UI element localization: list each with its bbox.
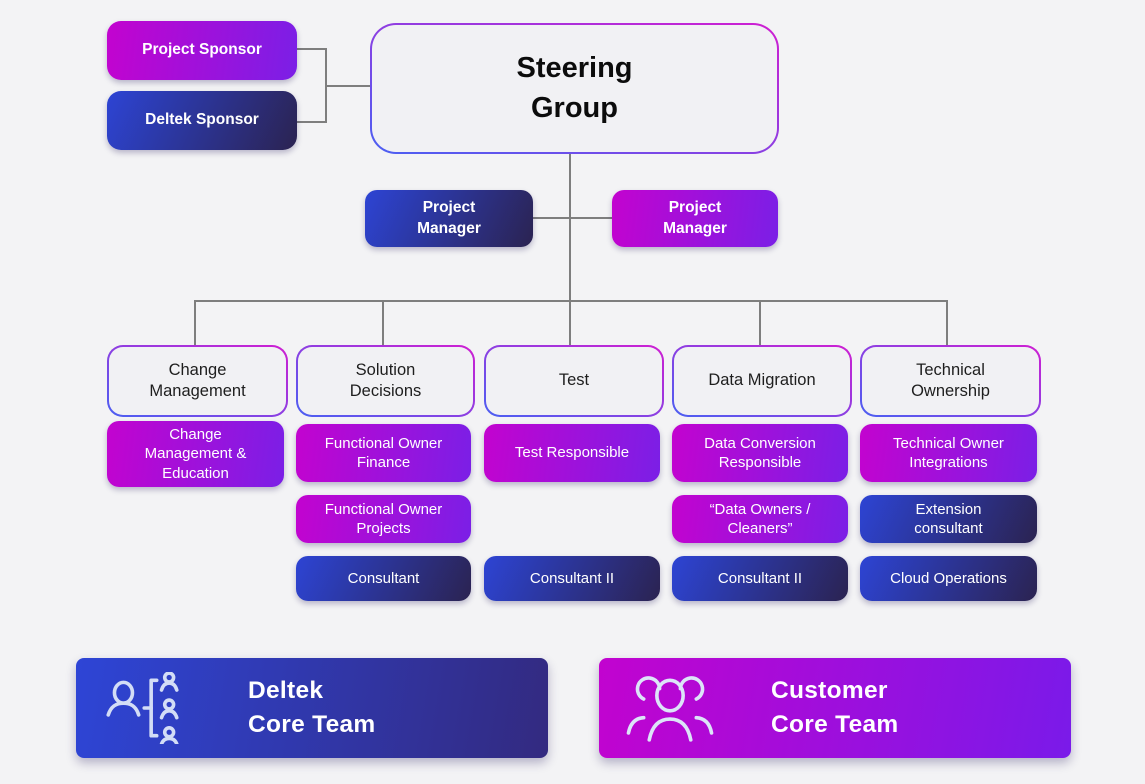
connector-drop-data-migration [759,300,761,345]
role-consultant-ii-data: Consultant II [672,556,848,601]
column-header-label: Solution Decisions [349,360,422,400]
legend-deltek-label: Deltek Core Team [248,676,376,738]
role-functional-owner-finance: Functional Owner Finance [296,424,471,482]
project-manager-label: Project Manager [417,199,481,237]
role-label: Functional Owner Projects [324,500,443,538]
role-label: Data Conversion Responsible [704,434,816,472]
connector-drop-technical-ownership [946,300,948,345]
people-group-icon [625,672,715,744]
steering-group-box: Steering Group [370,23,779,154]
steering-group-label: Steering Group [516,52,633,124]
role-change-management-education: Change Management & Education [107,421,284,487]
legend-deltek-core-team: Deltek Core Team [76,658,548,758]
project-manager-label: Project Manager [663,199,727,237]
legend-customer-core-team: Customer Core Team [599,658,1071,758]
connector-sponsor-bottom [296,121,326,123]
column-header-technical-ownership: Technical Ownership [860,345,1041,417]
project-sponsor-box: Project Sponsor [107,21,297,80]
role-technical-owner-integrations: Technical Owner Integrations [860,424,1037,482]
column-header-data-migration: Data Migration [672,345,852,417]
role-label: Functional Owner Finance [324,434,443,472]
connector-project-managers [533,217,612,219]
column-header-solution-decisions: Solution Decisions [296,345,475,417]
role-label: Extension consultant [914,500,983,538]
role-functional-owner-projects: Functional Owner Projects [296,495,471,543]
legend-customer-label: Customer Core Team [771,676,899,738]
role-test-responsible: Test Responsible [484,424,660,482]
connector-drop-solution-decisions [382,300,384,345]
connector-branch-horizontal [194,300,948,302]
role-label: Consultant II [529,569,615,587]
role-label: Test Responsible [514,444,630,462]
connector-sponsor-top [296,48,326,50]
column-header-test: Test [484,345,664,417]
org-hierarchy-icon [102,672,192,744]
role-label: “Data Owners / Cleaners” [709,500,811,538]
role-label: Technical Owner Integrations [893,434,1004,472]
role-label: Cloud Operations [890,569,1007,587]
connector-sponsor-to-steering [326,85,370,87]
column-header-change-management: Change Management [107,345,288,417]
role-cloud-operations: Cloud Operations [860,556,1037,601]
role-consultant: Consultant [296,556,471,601]
column-header-label: Test [558,371,590,390]
role-label: Consultant [347,569,420,587]
project-sponsor-label: Project Sponsor [142,41,262,59]
column-header-label: Data Migration [708,371,816,390]
deltek-sponsor-label: Deltek Sponsor [145,111,259,129]
role-consultant-ii-test: Consultant II [484,556,660,601]
connector-drop-change-management [194,300,196,345]
deltek-sponsor-box: Deltek Sponsor [107,91,297,150]
role-label: Change Management & Education [144,425,247,482]
connector-center-vertical [569,150,571,345]
column-header-label: Technical Ownership [911,360,990,400]
role-label: Consultant II [717,569,803,587]
role-data-owners-cleaners: “Data Owners / Cleaners” [672,495,848,543]
project-manager-customer-box: Project Manager [612,190,778,247]
role-extension-consultant: Extension consultant [860,495,1037,543]
column-header-label: Change Management [149,360,246,400]
project-manager-deltek-box: Project Manager [365,190,533,247]
role-data-conversion-responsible: Data Conversion Responsible [672,424,848,482]
